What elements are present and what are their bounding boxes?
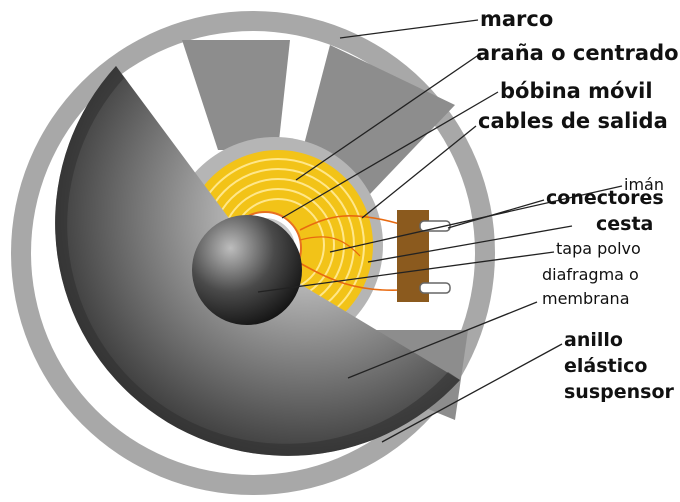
label-anillo-2: elástico [564,356,647,377]
connector-bottom [420,283,450,293]
label-anillo-1: anillo [564,330,623,351]
label-cesta: cesta [596,214,653,235]
label-marco: marco [480,8,553,31]
label-arana: araña o centrador [476,42,680,65]
label-diafragma-1: diafragma o [542,266,639,284]
label-cables: cables de salida [478,110,668,133]
label-diafragma-2: membrana [542,290,630,308]
leader-marco [340,20,478,38]
label-conectores: conectores [546,188,664,209]
label-anillo-3: suspensor [564,382,674,403]
label-bobina: bóbina móvil [500,80,653,103]
label-tapa: tapa polvo [556,240,641,258]
dust-cap [192,215,302,325]
